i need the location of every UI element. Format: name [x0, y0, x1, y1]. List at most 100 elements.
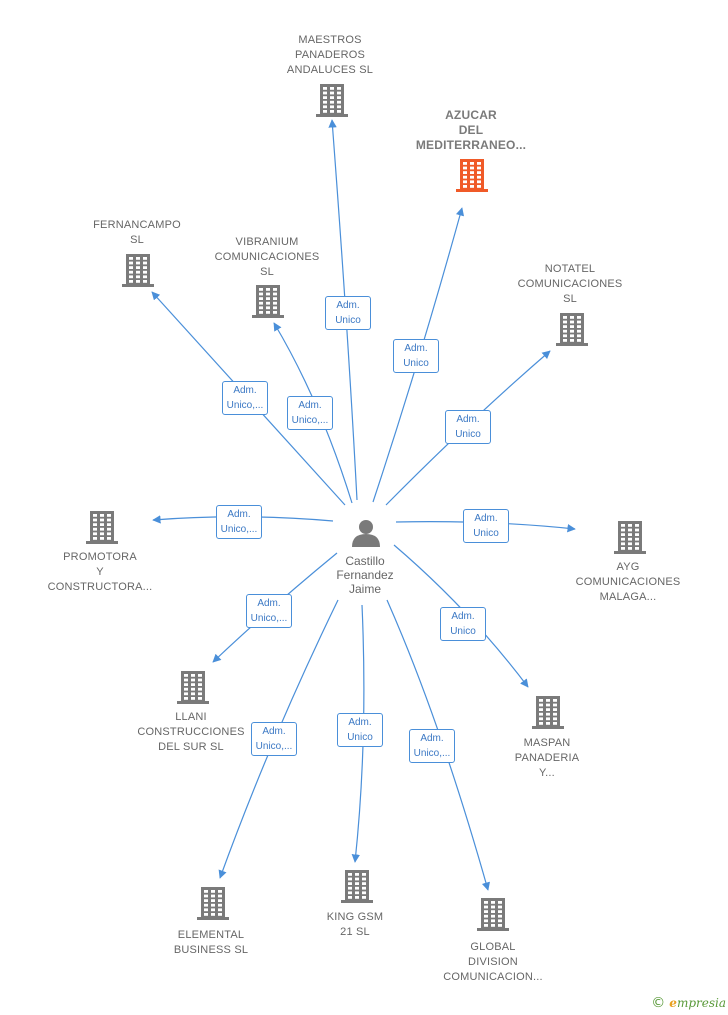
- edge-label-notatel[interactable]: Adm. Unico: [445, 410, 491, 444]
- company-label-line: DEL: [458, 123, 484, 137]
- brand-name: mpresia: [676, 996, 726, 1010]
- edge-label-maestros[interactable]: Adm. Unico: [325, 296, 371, 330]
- center-name-line-3: Jaime: [348, 582, 381, 596]
- edge-label-line: Adm.: [298, 400, 322, 411]
- building-icon[interactable]: [316, 84, 348, 117]
- edge-label-line: Unico: [473, 528, 499, 539]
- building-icon[interactable]: [456, 159, 488, 192]
- company-label-line: ELEMENTAL: [177, 929, 245, 941]
- company-label-line: COMUNICACIONES: [517, 278, 623, 290]
- person-icon[interactable]: [352, 520, 380, 547]
- building-icon[interactable]: [86, 511, 118, 544]
- company-label-line: CONSTRUCTORA...: [47, 581, 153, 593]
- building-icon[interactable]: [532, 696, 564, 729]
- company-label-line: LLANI: [175, 711, 207, 723]
- company-label-line: DEL SUR SL: [158, 741, 224, 753]
- building-icon[interactable]: [252, 285, 284, 318]
- company-label-line: 21 SL: [340, 926, 370, 938]
- company-label-line: Y...: [539, 767, 555, 779]
- company-label-line: GLOBAL: [470, 941, 516, 953]
- center-name-line-1: Castillo: [345, 554, 385, 568]
- edge-label-line: Unico,...: [291, 415, 329, 426]
- edge-label-line: Adm.: [227, 509, 251, 520]
- edge-label-line: Adm.: [451, 611, 475, 622]
- edge-label-line: Adm.: [257, 598, 281, 609]
- company-label-vibranium[interactable]: VIBRANIUM COMUNICACIONES SL: [202, 235, 332, 280]
- edge-label-line: Adm.: [404, 343, 428, 354]
- edge-label-line: Adm.: [420, 733, 444, 744]
- edge-label-llani[interactable]: Adm. Unico,...: [246, 594, 292, 628]
- edge-label-line: Unico,...: [255, 741, 293, 752]
- company-label-line: COMUNICACION...: [443, 971, 543, 983]
- brand-initial: e: [669, 996, 677, 1010]
- building-icon[interactable]: [177, 671, 209, 704]
- building-icon[interactable]: [122, 254, 154, 287]
- company-label-line: VIBRANIUM: [235, 236, 299, 248]
- edge-label-line: Unico: [450, 626, 476, 637]
- company-label-line: MAESTROS: [298, 34, 362, 46]
- company-label-line: AYG: [616, 561, 640, 573]
- company-label-line: MEDITERRANEO...: [415, 138, 527, 152]
- edge-label-line: Unico,...: [226, 400, 264, 411]
- company-label-line: COMUNICACIONES: [575, 576, 681, 588]
- company-label-line: SL: [130, 234, 144, 246]
- edge-label-ayg[interactable]: Adm. Unico: [463, 509, 509, 543]
- building-icon[interactable]: [614, 521, 646, 554]
- edge-label-line: Adm.: [262, 726, 286, 737]
- company-label-line: PANADEROS: [294, 49, 366, 61]
- company-label-line: FERNANCAMPO: [93, 219, 181, 231]
- company-label-promotora[interactable]: PROMOTORA Y CONSTRUCTORA...: [40, 550, 160, 595]
- edge-label-line: Adm.: [456, 414, 480, 425]
- edge-label-maspan[interactable]: Adm. Unico: [440, 607, 486, 641]
- company-label-notatel[interactable]: NOTATEL COMUNICACIONES SL: [505, 262, 635, 307]
- edge-label-line: Unico,...: [413, 748, 451, 759]
- company-label-line: MALAGA...: [599, 591, 657, 603]
- edge-label-azucar[interactable]: Adm. Unico: [393, 339, 439, 373]
- building-icon[interactable]: [556, 313, 588, 346]
- edge-label-line: Adm.: [233, 385, 257, 396]
- edge-label-line: Adm.: [336, 300, 360, 311]
- company-label-line: DIVISION: [468, 956, 518, 968]
- company-label-fernancampo[interactable]: FERNANCAMPO SL: [82, 218, 192, 248]
- edge-label-elemental[interactable]: Adm. Unico,...: [251, 722, 297, 756]
- building-icon[interactable]: [477, 898, 509, 931]
- company-label-line: PANADERIA: [514, 752, 580, 764]
- company-label-line: BUSINESS SL: [173, 944, 249, 956]
- building-icon[interactable]: [341, 870, 373, 903]
- edge-label-fernancampo[interactable]: Adm. Unico,...: [222, 381, 268, 415]
- company-label-line: Y: [96, 566, 104, 578]
- edge-label-promotora[interactable]: Adm.Unico,...: [216, 505, 262, 539]
- edge-label-line: Adm.: [348, 717, 372, 728]
- building-icon[interactable]: [197, 887, 229, 920]
- company-label-line: COMUNICACIONES: [214, 251, 320, 263]
- edge-label-line: Unico: [347, 732, 373, 743]
- company-label-line: NOTATEL: [544, 263, 596, 275]
- company-label-line: AZUCAR: [445, 108, 497, 122]
- edge-label-line: Unico,...: [250, 613, 288, 624]
- company-label-elemental[interactable]: ELEMENTAL BUSINESS SL: [151, 928, 271, 958]
- edge-label-line: Unico: [403, 358, 429, 369]
- edge-label-line: Unico: [335, 315, 361, 326]
- edge-label-global[interactable]: Adm. Unico,...: [409, 729, 455, 763]
- company-label-global[interactable]: GLOBAL DIVISION COMUNICACION...: [428, 940, 558, 985]
- company-label-line: CONSTRUCCIONES: [137, 726, 245, 738]
- company-label-ayg[interactable]: AYG COMUNICACIONES MALAGA...: [563, 560, 693, 605]
- company-label-llani[interactable]: LLANI CONSTRUCCIONES DEL SUR SL: [126, 710, 256, 755]
- company-label-line: ANDALUCES SL: [286, 64, 374, 76]
- edge-label-line: Adm.: [474, 513, 498, 524]
- edge-label-vibranium[interactable]: Adm. Unico,...: [287, 396, 333, 430]
- company-label-maspan[interactable]: MASPAN PANADERIA Y...: [492, 736, 602, 781]
- company-label-line: SL: [563, 293, 577, 305]
- center-person-label[interactable]: Castillo Fernandez Jaime: [320, 554, 410, 596]
- center-name-line-2: Fernandez: [336, 568, 394, 582]
- company-label-line: SL: [260, 266, 274, 278]
- edge-label-line: Unico: [455, 429, 481, 440]
- company-label-line: MASPAN: [523, 737, 571, 749]
- empresia-logo[interactable]: ©empresia: [651, 995, 726, 1011]
- company-label-line: PROMOTORA: [63, 551, 137, 563]
- company-label-maestros[interactable]: MAESTROS PANADEROS ANDALUCES SL: [270, 33, 390, 78]
- edge-label-kinggsm[interactable]: Adm. Unico: [337, 713, 383, 747]
